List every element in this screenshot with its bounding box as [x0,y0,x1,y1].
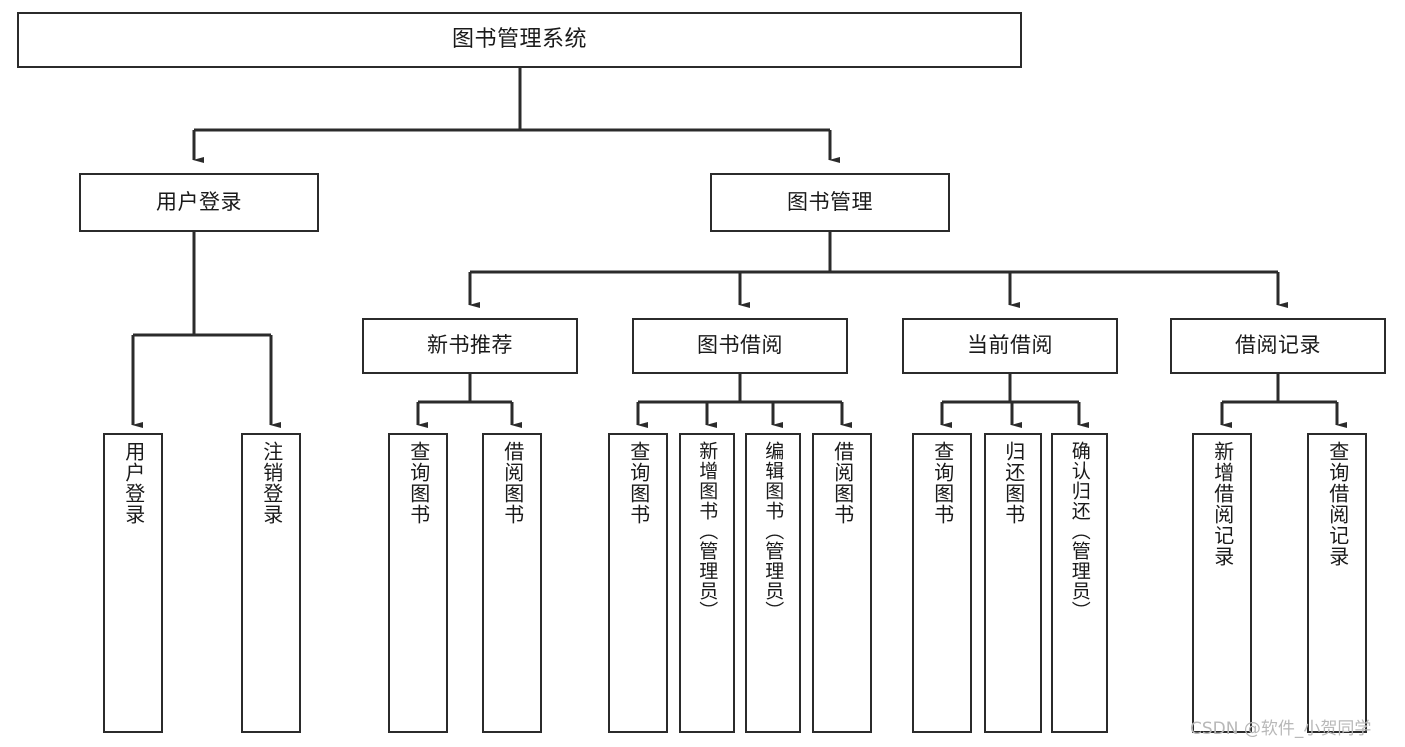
leaf-label: 注销登录 [259,441,284,525]
node-current-borrow[interactable]: 当前借阅 [902,318,1118,374]
leaf-borrow-book-recommend[interactable]: 借阅图书 [482,433,542,733]
watermark-text: CSDN @软件_小贺同学 [1190,719,1372,739]
leaf-return-book[interactable]: 归还图书 [984,433,1042,733]
node-new-book-recommend[interactable]: 新书推荐 [362,318,578,374]
leaf-label: 查询图书 [626,441,651,525]
leaf-label: 编辑图书（管理员） [762,441,785,621]
leaf-add-book-admin[interactable]: 新增图书（管理员） [679,433,735,733]
leaf-borrow-book[interactable]: 借阅图书 [812,433,872,733]
node-root-system[interactable]: 图书管理系统 [17,12,1022,68]
leaf-user-login[interactable]: 用户登录 [103,433,163,733]
leaf-label: 查询图书 [930,441,955,525]
leaf-label: 新增图书（管理员） [696,441,719,621]
node-label: 图书管理系统 [451,26,587,52]
leaf-edit-book-admin[interactable]: 编辑图书（管理员） [745,433,801,733]
node-label: 用户登录 [156,189,242,214]
leaf-query-book-borrow[interactable]: 查询图书 [608,433,668,733]
leaf-query-book-recommend[interactable]: 查询图书 [388,433,448,733]
node-label: 新书推荐 [427,333,513,358]
leaf-label: 借阅图书 [830,441,855,525]
leaf-confirm-return-admin[interactable]: 确认归还（管理员） [1051,433,1108,733]
node-label: 借阅记录 [1235,333,1321,358]
leaf-add-borrow-record[interactable]: 新增借阅记录 [1192,433,1252,733]
node-book-management[interactable]: 图书管理 [710,173,950,232]
leaf-user-logout[interactable]: 注销登录 [241,433,301,733]
leaf-query-book-current[interactable]: 查询图书 [912,433,972,733]
leaf-label: 查询借阅记录 [1325,441,1350,567]
node-label: 当前借阅 [967,333,1053,358]
node-borrow-record[interactable]: 借阅记录 [1170,318,1386,374]
leaf-query-borrow-record[interactable]: 查询借阅记录 [1307,433,1367,733]
leaf-label: 归还图书 [1001,441,1026,525]
node-user-login[interactable]: 用户登录 [79,173,319,232]
leaf-label: 用户登录 [121,441,146,525]
leaf-label: 查询图书 [406,441,431,525]
node-book-borrow[interactable]: 图书借阅 [632,318,848,374]
leaf-label: 借阅图书 [500,441,525,525]
leaf-label: 新增借阅记录 [1210,441,1235,567]
node-label: 图书借阅 [697,333,783,358]
leaf-label: 确认归还（管理员） [1068,441,1091,621]
node-label: 图书管理 [787,189,873,214]
